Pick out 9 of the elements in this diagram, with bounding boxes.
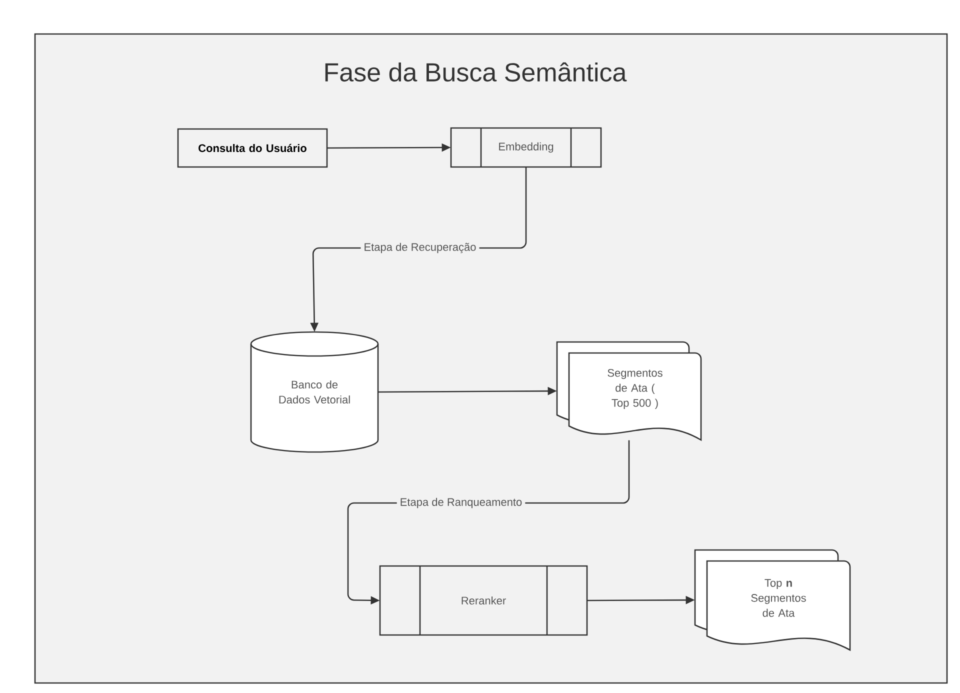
document-stack: Segmentos de Ata ( Top 500 ) [556, 341, 702, 441]
input-box: Consulta do Usuário [177, 128, 328, 168]
document-stack: Top n Segmentos de Ata [694, 549, 851, 651]
process-box: Reranker [379, 565, 588, 636]
process-box: Embedding [450, 127, 602, 168]
edge-label: Etapa de Ranqueamento [396, 494, 526, 512]
edge-label: Etapa de Recuperação [360, 240, 480, 256]
title: Fase da Busca Semântica [325, 62, 627, 82]
database-cylinder: Banco de Dados Vetorial [250, 331, 379, 453]
